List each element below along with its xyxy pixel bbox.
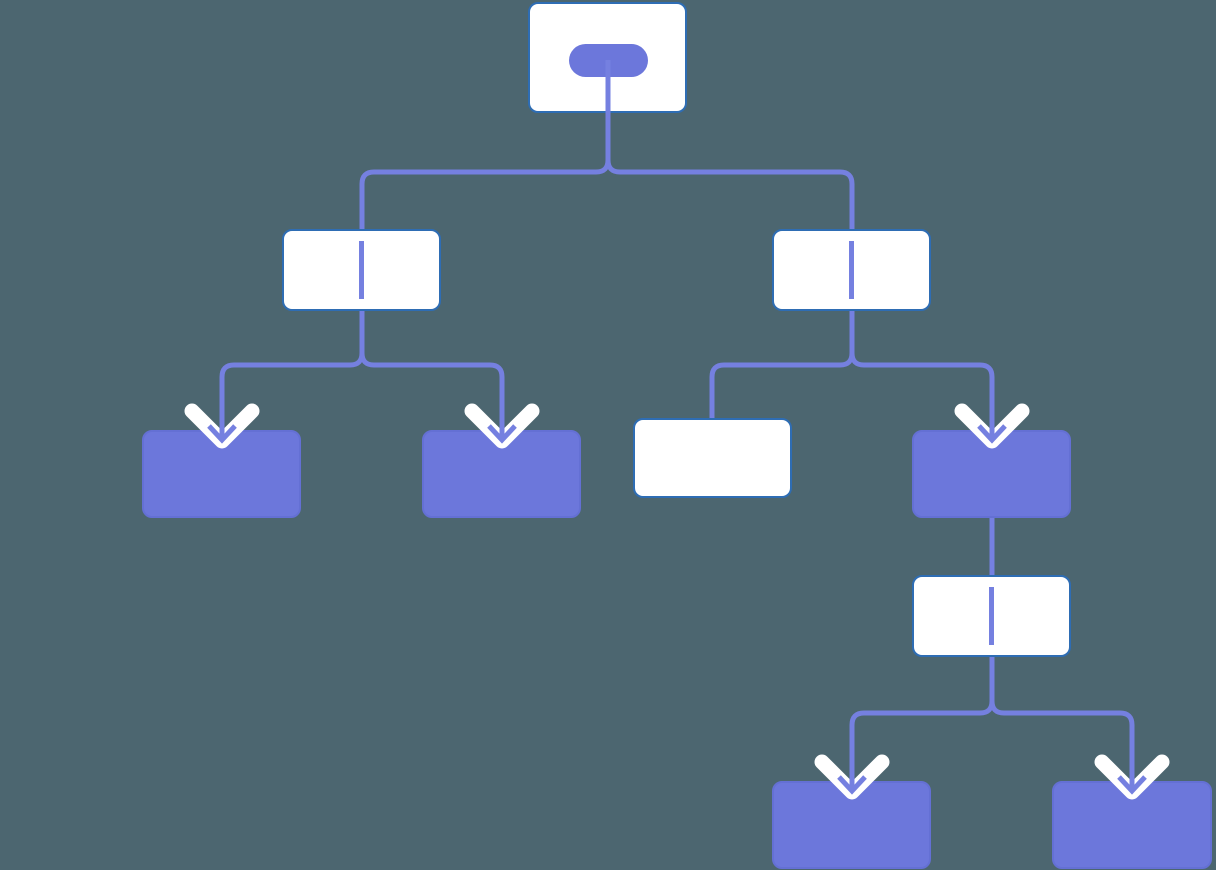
node-n4[interactable] bbox=[142, 430, 301, 518]
node-n2[interactable] bbox=[282, 229, 441, 311]
node-n6[interactable] bbox=[633, 418, 792, 498]
node-n7[interactable] bbox=[912, 430, 1071, 518]
root-pill-badge bbox=[569, 44, 648, 77]
node-n10[interactable] bbox=[1052, 781, 1212, 869]
node-n3[interactable] bbox=[772, 229, 931, 311]
node-n5[interactable] bbox=[422, 430, 581, 518]
node-n9[interactable] bbox=[772, 781, 931, 869]
node-n8[interactable] bbox=[912, 575, 1071, 657]
